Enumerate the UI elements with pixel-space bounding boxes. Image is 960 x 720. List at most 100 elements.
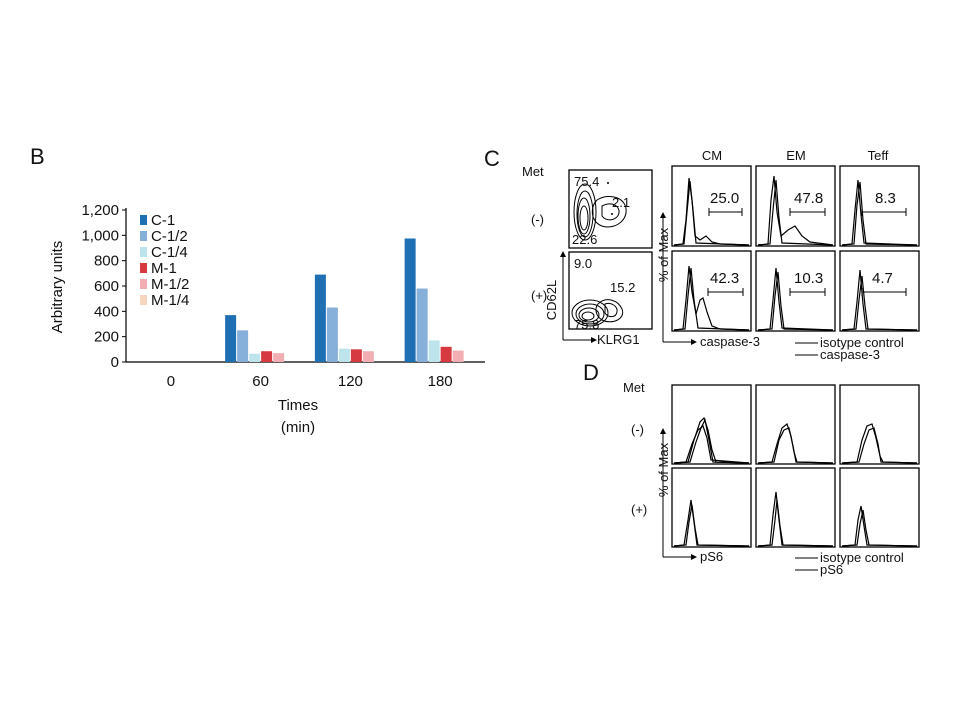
- histogram-gates-c: [707, 208, 907, 296]
- y-tick-label: 400: [94, 303, 119, 320]
- em-plus-value: 10.3: [794, 270, 823, 287]
- met-label-d: Met: [623, 380, 645, 395]
- hist-c-y-label: % of Max: [656, 227, 671, 282]
- panel-c-letter: C: [484, 146, 500, 171]
- x-tick-label: 60: [252, 373, 269, 390]
- histogram-d-col3-plus: [839, 467, 920, 548]
- bar-m-1-60: [261, 351, 273, 362]
- em-minus-value: 47.8: [794, 190, 823, 207]
- column-header-teff: Teff: [868, 148, 889, 163]
- y-tick-label: 200: [94, 329, 119, 346]
- row-minus-label-d: (-): [631, 422, 644, 437]
- bar-c-1-180: [404, 238, 416, 362]
- row-plus-label-d: (+): [631, 502, 647, 517]
- legend: C-1C-1/2C-1/4M-1M-1/2M-1/4: [140, 212, 189, 309]
- legend-label: C-1: [151, 212, 175, 229]
- row-minus-label: (-): [531, 212, 544, 227]
- histogram-d-col1-plus: [671, 467, 752, 548]
- row-plus-label: (+): [531, 288, 547, 303]
- bar-m-1-120: [350, 349, 362, 362]
- cm-minus-value: 25.0: [710, 190, 739, 207]
- cm-plus-value: 42.3: [710, 270, 739, 287]
- hist-c-x-label: caspase-3: [700, 334, 760, 349]
- column-header-em: EM: [786, 148, 806, 163]
- legend-label: M-1: [151, 260, 177, 277]
- bar-c-1-2-120: [326, 307, 338, 362]
- x-tick-label: 120: [338, 373, 363, 390]
- cd62l-arrowhead-icon: [560, 251, 566, 257]
- legend-c-caspase-label: caspase-3: [820, 347, 880, 362]
- contour-plus-right-value: 15.2: [610, 280, 635, 295]
- contour-plus-top-left-value: 9.0: [574, 256, 592, 271]
- column-header-cm: CM: [702, 148, 722, 163]
- legend-d-ps6-label: pS6: [820, 562, 843, 577]
- bar-m-1-180: [440, 346, 452, 362]
- bar-c-1-2-180: [416, 288, 428, 362]
- histogram-d-col2-plus: [755, 467, 836, 548]
- histogram-teff-plus: [839, 250, 920, 332]
- legend-swatch: [140, 247, 147, 257]
- y-tick-label: 800: [94, 253, 119, 270]
- bar-c-1-120: [314, 274, 326, 362]
- scatter-y-label: CD62L: [544, 280, 559, 320]
- legend-label: M-1/2: [151, 276, 189, 293]
- scatter-x-label: KLRG1: [597, 332, 640, 347]
- panel-d: D Met (-) (+) % of Max pS: [583, 360, 920, 577]
- legend-swatch: [140, 215, 147, 225]
- legend-label: M-1/4: [151, 292, 189, 309]
- y-tick-label: 0: [111, 354, 119, 371]
- histogram-traces-d: [673, 416, 918, 547]
- y-tick-label: 600: [94, 278, 119, 295]
- bar-c-1-4-60: [249, 353, 261, 362]
- contour-lines-minus: [573, 182, 627, 241]
- hist-c-y-arrowhead-icon: [660, 212, 666, 218]
- hist-c-x-arrowhead-icon: [691, 339, 697, 345]
- bar-c-1-4-180: [428, 340, 440, 362]
- contour-plot-minus: [568, 169, 653, 249]
- legend-swatch: [140, 295, 147, 305]
- legend-swatch: [140, 279, 147, 289]
- histogram-traces-c: [673, 175, 918, 331]
- x-axis-unit: (min): [281, 419, 315, 436]
- y-axis-label: Arbitrary units: [49, 241, 66, 334]
- hist-d-y-arrowhead-icon: [660, 428, 666, 434]
- panel-c: C Met (-) (+) 75.4 2.1 22.6: [484, 146, 920, 362]
- histogram-cm-plus: [671, 250, 752, 332]
- legend-label: C-1/4: [151, 244, 188, 261]
- teff-plus-value: 4.7: [872, 270, 893, 287]
- legend-swatch: [140, 231, 147, 241]
- panel-b-letter: B: [30, 144, 45, 169]
- histogram-d-col2-minus: [755, 384, 836, 465]
- x-axis-label: Times: [278, 397, 318, 414]
- y-tick-label: 1,000: [81, 227, 119, 244]
- panel-d-letter: D: [583, 360, 599, 385]
- y-axis-ticks: 0 200 400 600 800 1,000 1,200: [81, 202, 126, 371]
- contour-plus-bottom-left-value: 75.8: [574, 317, 599, 332]
- hist-d-x-label: pS6: [700, 549, 723, 564]
- y-tick-label: 1,200: [81, 202, 119, 219]
- x-tick-label: 0: [167, 373, 175, 390]
- legend-c-isotype-label: isotype control: [820, 335, 904, 350]
- contour-lines-plus: [571, 299, 624, 327]
- teff-minus-value: 8.3: [875, 190, 896, 207]
- klrg1-arrowhead-icon: [591, 337, 597, 343]
- bar-m-1-2-180: [452, 350, 464, 362]
- bar-m-1-2-60: [273, 353, 285, 362]
- contour-minus-top-left-value: 75.4: [574, 174, 599, 189]
- bars: [225, 238, 464, 362]
- bar-c-1-2-60: [237, 330, 249, 362]
- hist-d-y-label: % of Max: [656, 442, 671, 497]
- x-axis-tick-labels: 0 60 120 180: [167, 373, 453, 390]
- legend-swatch: [140, 263, 147, 273]
- bar-c-1-4-120: [338, 348, 350, 362]
- contour-minus-bottom-left-value: 22.6: [572, 232, 597, 247]
- bar-m-1-2-120: [362, 351, 374, 362]
- contour-minus-right-value: 2.1: [612, 195, 630, 210]
- legend-label: C-1/2: [151, 228, 188, 245]
- x-tick-label: 180: [428, 373, 453, 390]
- legend-d-isotype-label: isotype control: [820, 550, 904, 565]
- met-label: Met: [522, 164, 544, 179]
- histogram-em-plus: [755, 250, 836, 332]
